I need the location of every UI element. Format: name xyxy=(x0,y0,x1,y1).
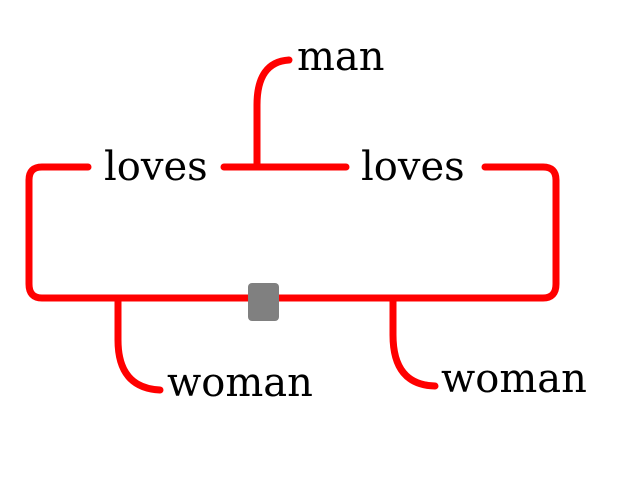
label-woman-left: woman xyxy=(167,360,313,406)
line-top-left xyxy=(25,163,560,302)
line-woman-right xyxy=(389,294,439,390)
label-loves-left: loves xyxy=(104,144,208,190)
label-man: man xyxy=(297,34,385,80)
drag-handle[interactable] xyxy=(248,283,279,321)
label-loves-right: loves xyxy=(361,144,465,190)
label-woman-right: woman xyxy=(441,356,587,402)
line-man xyxy=(253,56,293,171)
line-woman-left xyxy=(114,294,164,394)
